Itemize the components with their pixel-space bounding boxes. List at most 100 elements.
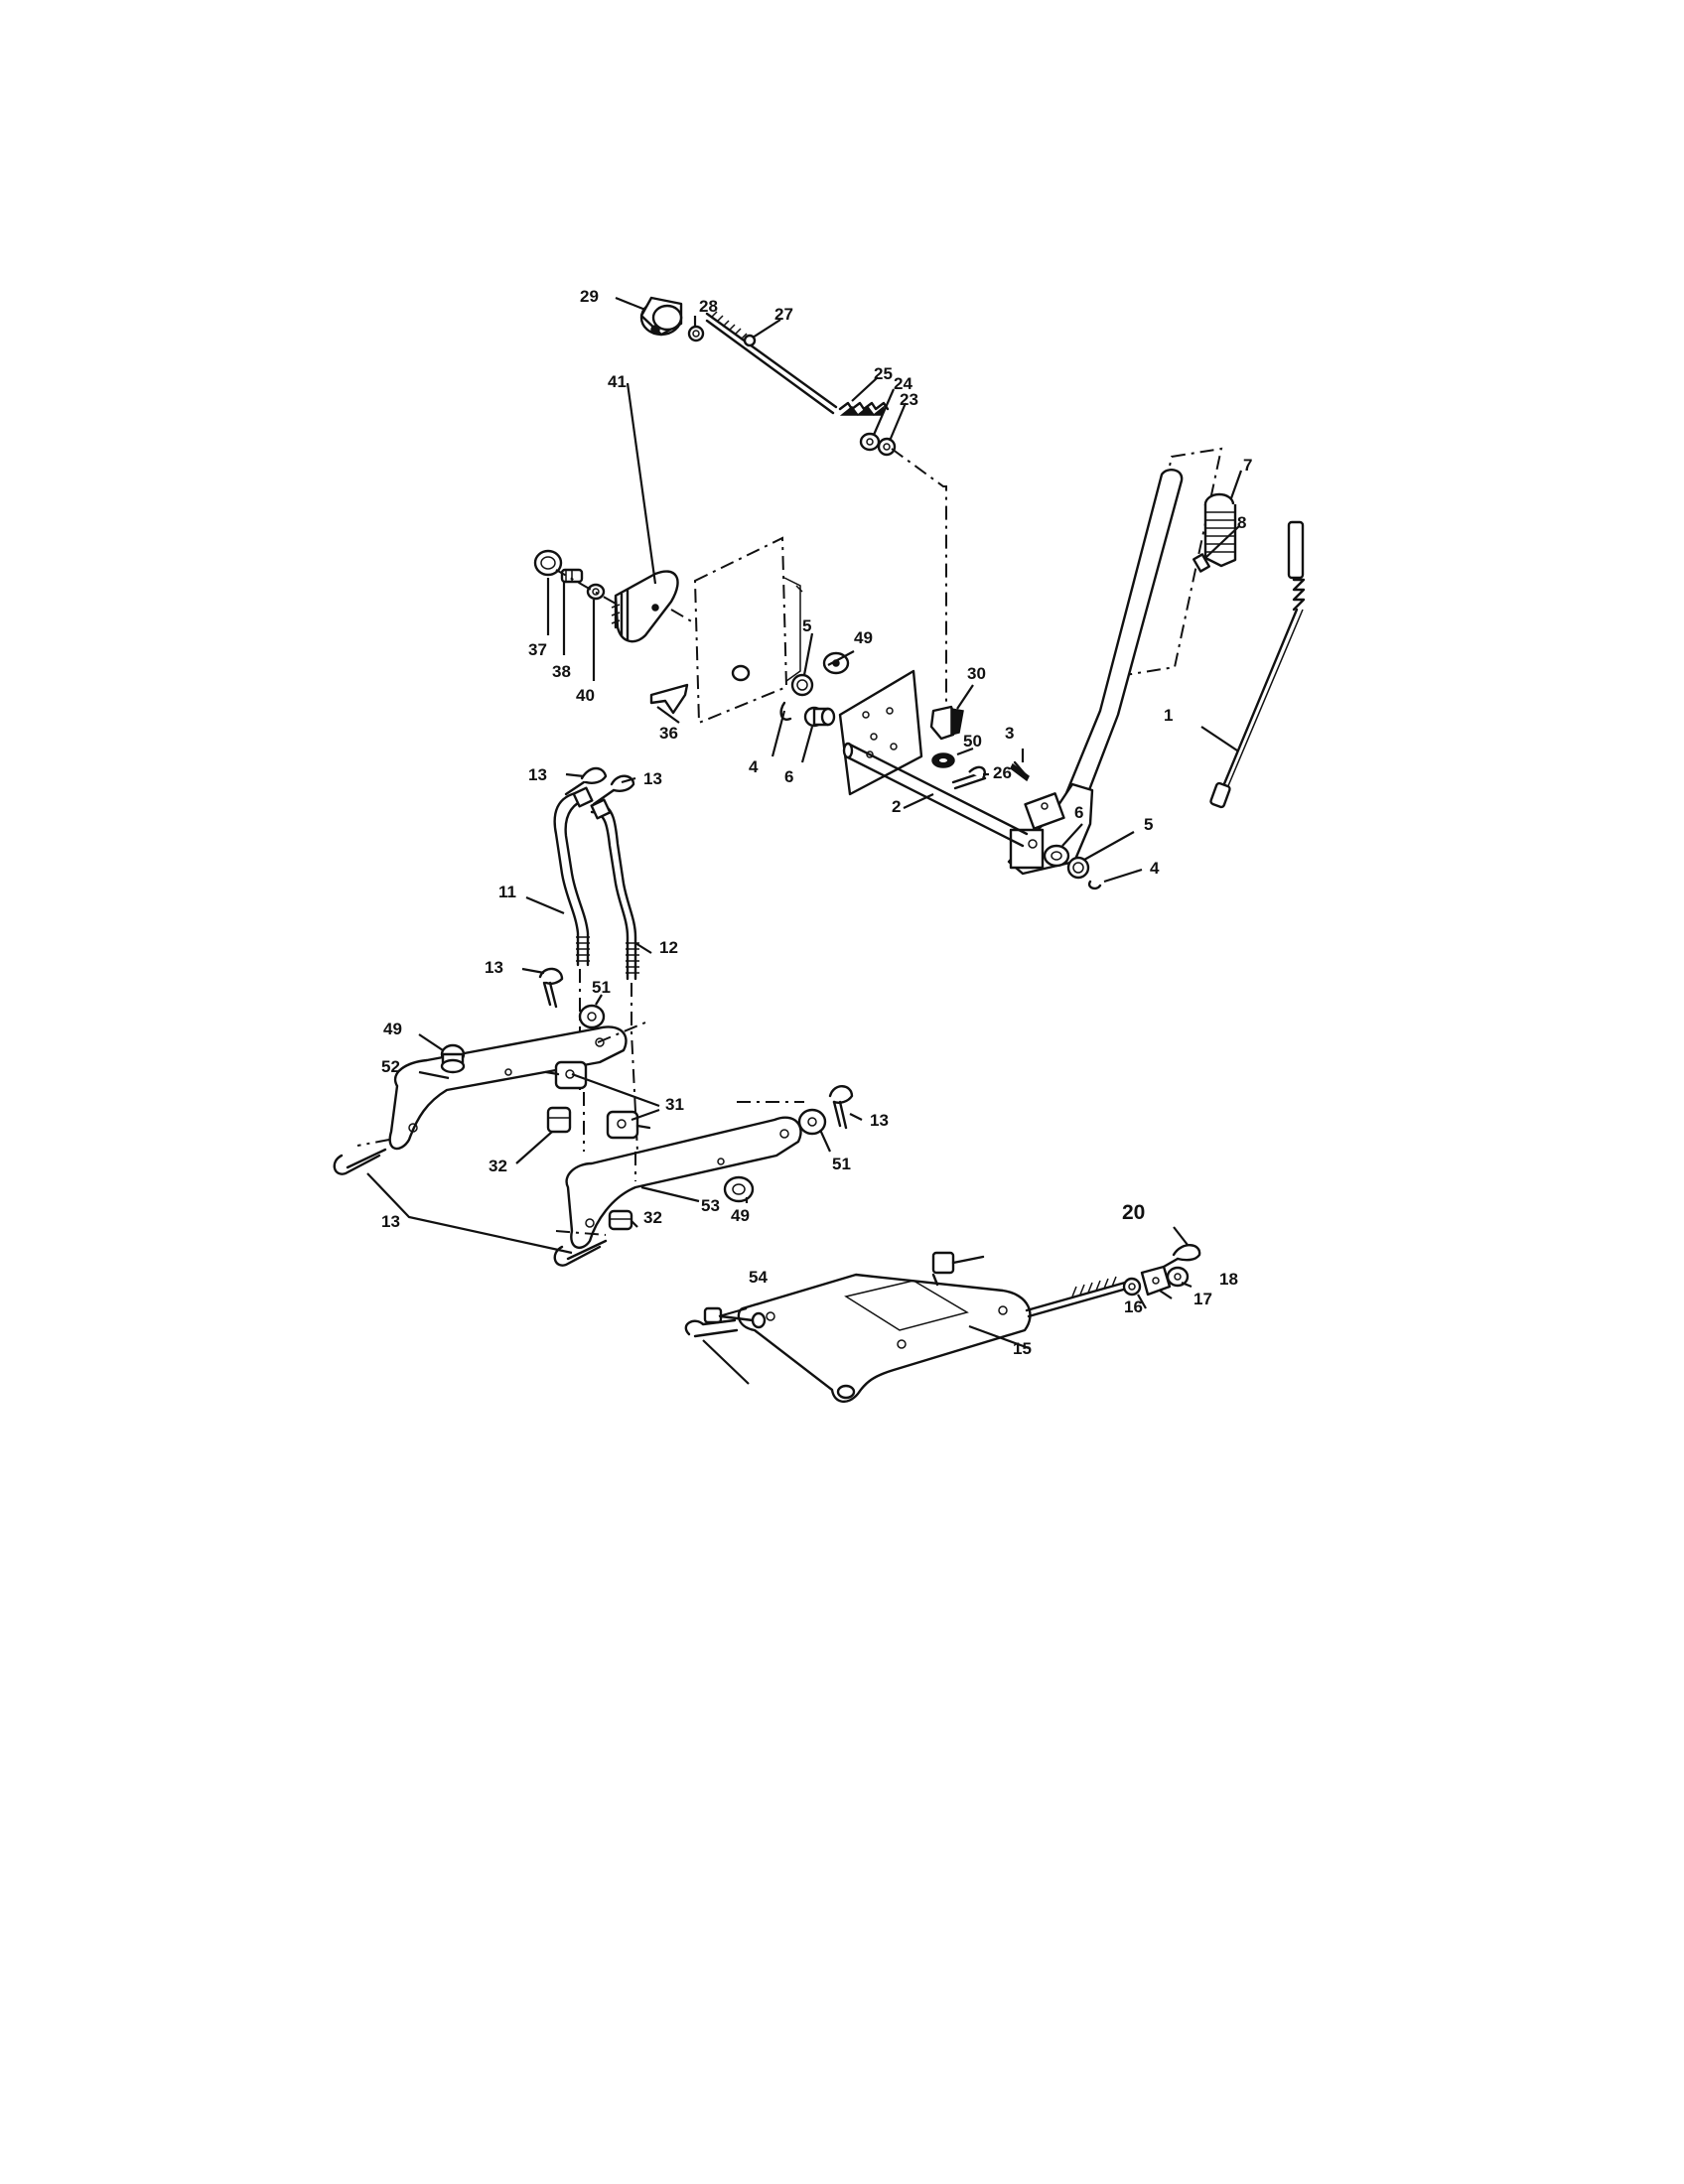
callout-1: 1 [1164,706,1173,725]
ring-4-right [1087,880,1102,890]
callout-25: 25 [874,364,893,383]
washer-51-right [797,1108,827,1136]
nut-28 [687,325,705,342]
callout-6-top: 6 [784,767,793,786]
callout-30: 30 [967,664,986,683]
callout-24: 24 [894,374,912,393]
callout-17: 17 [1193,1290,1212,1308]
ring-4-top [779,701,792,721]
pin-26 [951,765,987,790]
callout-13-e: 13 [381,1212,400,1231]
fitting-30 [929,705,964,741]
threaded-rod-27 [705,311,838,415]
callout-32-a: 32 [489,1157,507,1175]
callout-13-a: 13 [528,765,547,784]
callout-4-right: 4 [1150,859,1160,878]
callout-6-right: 6 [1074,803,1083,822]
rod-12-drop-line [631,983,638,1153]
spring-25 [838,401,890,417]
callout-49-right: 49 [731,1206,750,1225]
callout-32-b: 32 [643,1208,662,1227]
pivot-31-a [544,1060,588,1090]
shaft-2 [842,742,1029,848]
stud-top [931,1251,985,1287]
callout-4-top: 4 [749,757,759,776]
adjustment-knob-29 [639,296,683,337]
callout-28: 28 [699,297,718,316]
leader-lines [366,296,1243,1385]
washer-40 [586,583,606,601]
hair-pin-bottom-left [684,1318,739,1338]
callout-36: 36 [659,724,678,743]
callout-8: 8 [1237,513,1246,532]
callout-13-b: 13 [643,769,662,788]
pin-8 [1192,553,1211,573]
callout-20: 20 [1122,1201,1145,1224]
callout-18: 18 [1219,1270,1238,1289]
nut-23 [877,437,897,457]
bushing-6-right [1043,844,1070,868]
callout-53: 53 [701,1196,720,1215]
nut-16 [1122,1277,1142,1297]
callout-11: 11 [498,883,516,901]
link-alignment-line-center [583,1092,636,1181]
callout-3: 3 [1005,724,1014,743]
callout-5-top: 5 [802,616,811,635]
link-alignment-line-top [597,1022,646,1043]
callout-49-top: 49 [854,628,873,647]
callout-23: 23 [900,390,918,409]
nut-18 [1166,1266,1190,1288]
ring-37 [533,549,563,577]
bushing-left [731,664,751,682]
nut-32-a [546,1106,572,1134]
lift-link-52 [388,1025,628,1151]
hair-pin-13-a [564,766,608,796]
pivot-31-b [606,1110,651,1140]
callout-13-c: 13 [485,958,503,977]
threaded-rod-bottom [1025,1276,1136,1318]
lift-link-53 [565,1116,802,1250]
clip-36 [649,683,689,715]
link-alignment-line-left [356,1139,390,1147]
cable-1 [1209,520,1306,809]
callout-51-right: 51 [832,1155,851,1173]
clip-5-top [790,673,814,697]
cam-alignment-line [555,569,696,624]
hair-pin-13-b [592,774,635,806]
callout-52: 52 [381,1057,400,1076]
bushing-6-top [803,706,836,728]
pin-3 [1010,760,1030,782]
callout-7: 7 [1243,456,1252,475]
callout-37: 37 [528,640,547,659]
callout-16: 16 [1124,1297,1143,1316]
trunnion-17 [1140,1265,1172,1297]
link-alignment-line-bottom [555,1230,607,1236]
bracket-15 [737,1273,1032,1403]
link-rod-12 [590,798,639,981]
callout-31: 31 [665,1095,684,1114]
washer-51-top [578,1004,606,1029]
callout-27: 27 [774,305,793,324]
hair-pin-13-left [333,1148,387,1175]
clip-5-right [1066,856,1090,880]
callout-54: 54 [749,1268,768,1287]
callout-5-right: 5 [1144,815,1153,834]
callout-12: 12 [659,938,678,957]
hair-pin-20 [1162,1244,1201,1269]
callout-13-d: 13 [870,1111,889,1130]
nut-32-b [608,1209,633,1231]
link-rod-11 [553,786,594,967]
hair-pin-13-c [538,967,564,1009]
hair-pin-13-d [828,1085,854,1130]
callout-29: 29 [580,287,599,306]
plate-outline [693,536,803,725]
bolt-49-left [440,1043,466,1074]
rod-alignment-line [891,448,947,715]
callout-2: 2 [892,797,901,816]
washer-24 [859,432,881,452]
callout-41: 41 [608,372,627,391]
callout-38: 38 [552,662,571,681]
callout-labels: 29 28 27 25 24 23 7 8 41 37 38 40 36 5 4… [381,287,1252,1358]
callout-15: 15 [1013,1339,1032,1358]
